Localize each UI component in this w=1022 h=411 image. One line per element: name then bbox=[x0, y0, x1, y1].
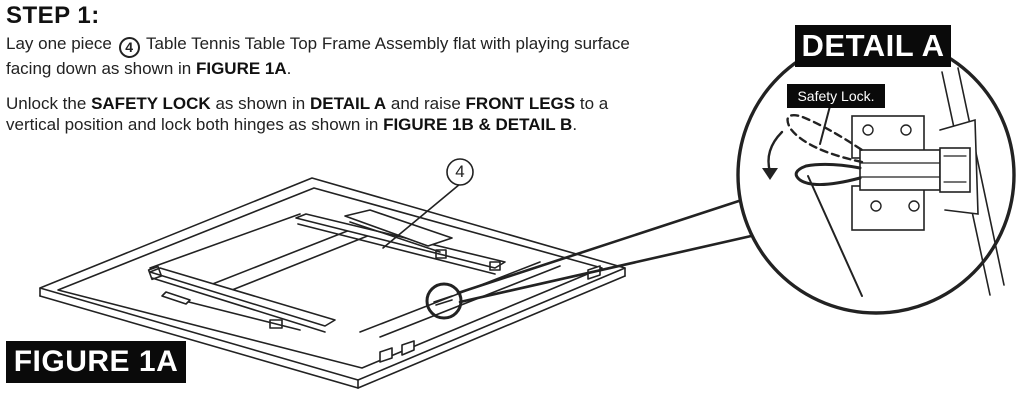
detail-connector-top bbox=[456, 196, 750, 295]
part-leader-line bbox=[382, 183, 461, 249]
part-callout-circle bbox=[446, 158, 474, 186]
safety-lock-callout: Safety Lock. bbox=[787, 84, 885, 108]
front-leg-right bbox=[295, 209, 506, 275]
instruction-paragraph-1: Lay one piece 4 Table Tennis Table Top F… bbox=[6, 34, 630, 78]
front-leg-left bbox=[147, 265, 336, 333]
detail-label: DETAIL A bbox=[795, 25, 951, 67]
step-title: STEP 1: bbox=[6, 2, 100, 29]
part-callout-number: 4 bbox=[455, 162, 465, 181]
part-number-badge: 4 bbox=[118, 37, 140, 58]
instruction-paragraph-2: Unlock the SAFETY LOCK as shown in DETAI… bbox=[6, 94, 609, 134]
hinge-mark bbox=[433, 295, 453, 306]
detail-a-view bbox=[736, 35, 1016, 315]
figure-label: FIGURE 1A bbox=[6, 341, 186, 383]
detail-connector-bottom bbox=[458, 232, 762, 304]
table-top-frame bbox=[39, 177, 626, 389]
